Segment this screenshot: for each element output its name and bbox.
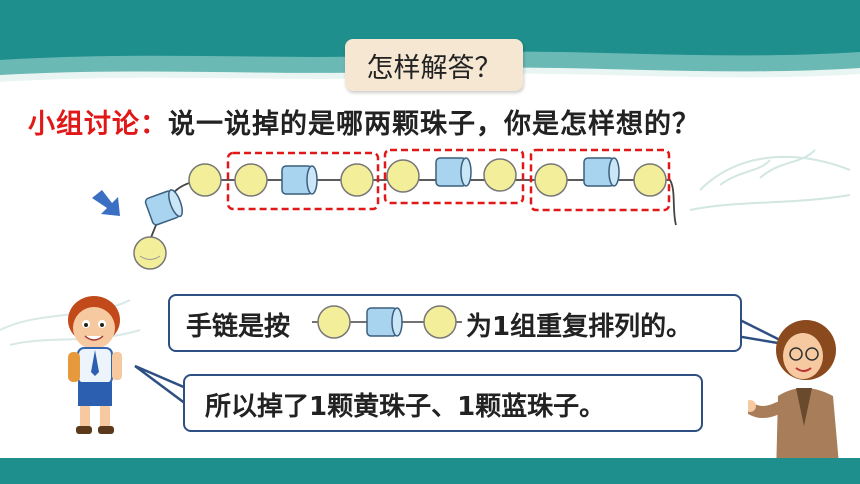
- yellow-bead: [317, 305, 351, 339]
- pointer-arrow-icon: [92, 190, 120, 216]
- speech-bubble-answer: 所以掉了1颗黄珠子、1颗蓝珠子。: [183, 374, 703, 432]
- speech-bubble-pattern: 手链是按 为1组重复排列的。: [168, 294, 742, 352]
- bubble1-text-after: 为1组重复排列的。: [466, 312, 693, 342]
- yellow-bead: [483, 158, 517, 192]
- blue-bead: [366, 307, 403, 337]
- blue-bead: [583, 157, 620, 187]
- bubble2-tail: [134, 364, 188, 407]
- blue-bead: [281, 165, 318, 195]
- bead-group-box-3: [529, 148, 671, 212]
- yellow-bead: [234, 163, 268, 197]
- bubble2-text: 所以掉了1颗黄珠子、1颗蓝珠子。: [205, 392, 606, 422]
- title-box: 怎样解答？: [345, 39, 523, 91]
- fallen-yellow-bead: [133, 236, 167, 270]
- footer-band: [0, 458, 860, 484]
- yellow-bead: [633, 163, 667, 197]
- bubble1-text-before: 手链是按: [186, 312, 291, 342]
- leaf-decoration-left: [0, 299, 141, 346]
- yellow-bead: [188, 163, 222, 197]
- bead-group-box-1: [226, 151, 380, 211]
- prompt-question: 说一说掉的是哪两颗珠子，你是怎样想的？: [168, 109, 700, 140]
- discussion-prompt: 小组讨论：说一说掉的是哪两颗珠子，你是怎样想的？: [28, 102, 700, 141]
- prompt-label: 小组讨论：: [28, 109, 168, 140]
- yellow-bead: [340, 163, 374, 197]
- boy-character: [68, 296, 122, 434]
- yellow-bead: [386, 159, 420, 193]
- fallen-blue-bead: [144, 189, 183, 226]
- blue-bead: [435, 157, 472, 187]
- teacher-character: [748, 320, 840, 476]
- leaf-decoration-right: [689, 149, 851, 211]
- title-text: 怎样解答？: [366, 52, 502, 84]
- yellow-bead: [423, 305, 457, 339]
- yellow-bead: [534, 163, 568, 197]
- bead-pattern-group: [312, 305, 462, 339]
- bead-group-box-2: [383, 148, 525, 205]
